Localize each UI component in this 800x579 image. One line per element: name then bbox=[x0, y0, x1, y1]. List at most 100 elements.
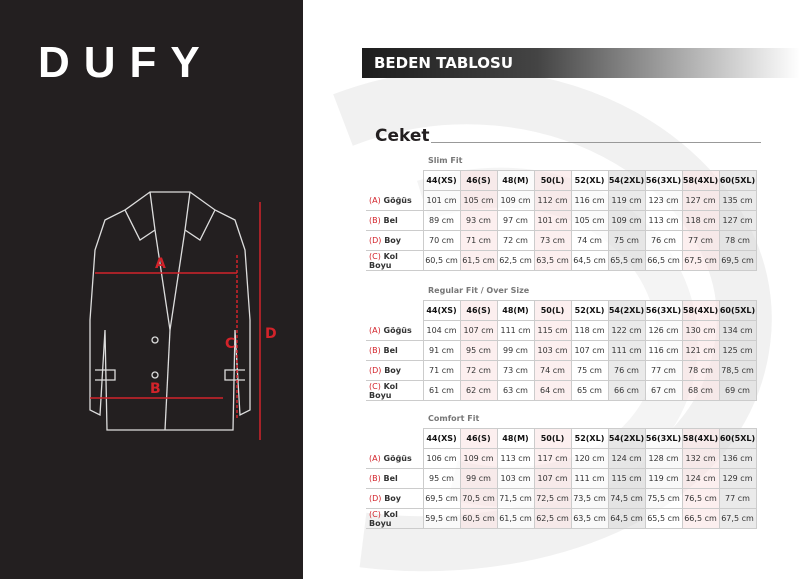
measure-value: 78 cm bbox=[681, 360, 720, 381]
measure-value: 128 cm bbox=[644, 448, 683, 469]
size-header: 50(L) bbox=[533, 170, 572, 191]
measure-value: 113 cm bbox=[644, 210, 683, 231]
measure-value: 76 cm bbox=[607, 360, 646, 381]
measure-name: Göğüs bbox=[383, 325, 412, 335]
measure-value: 71 cm bbox=[459, 230, 498, 251]
measure-value: 91 cm bbox=[422, 340, 461, 361]
measure-value: 115 cm bbox=[533, 320, 572, 341]
measure-value: 117 cm bbox=[533, 448, 572, 469]
measure-label: (A) Göğüs bbox=[366, 320, 423, 341]
size-header: 48(M) bbox=[496, 170, 535, 191]
measure-value: 124 cm bbox=[681, 468, 720, 489]
size-header: 44(XS) bbox=[422, 170, 461, 191]
size-header: 58(4XL) bbox=[681, 170, 720, 191]
size-header: 48(M) bbox=[496, 300, 535, 321]
measure-value: 130 cm bbox=[681, 320, 720, 341]
corner-cell bbox=[366, 429, 423, 449]
measure-value: 60,5 cm bbox=[459, 508, 498, 529]
page-header: BEDEN TABLOSU bbox=[362, 48, 800, 78]
measure-code: (B) bbox=[369, 216, 381, 225]
measure-value: 61 cm bbox=[422, 380, 461, 401]
measure-name: Kol Boyu bbox=[369, 381, 398, 400]
measure-value: 74,5 cm bbox=[607, 488, 646, 509]
measure-value: 119 cm bbox=[644, 468, 683, 489]
measure-value: 109 cm bbox=[496, 190, 535, 211]
size-header: 56(3XL) bbox=[644, 300, 683, 321]
measure-value: 109 cm bbox=[607, 210, 646, 231]
measure-value: 74 cm bbox=[533, 360, 572, 381]
measure-code: (A) bbox=[369, 325, 381, 335]
size-header: 60(5XL) bbox=[718, 428, 757, 449]
measure-value: 66 cm bbox=[607, 380, 646, 401]
measure-value: 118 cm bbox=[681, 210, 720, 231]
corner-cell bbox=[366, 171, 423, 191]
measure-code: (D) bbox=[369, 236, 382, 245]
measure-code: (D) bbox=[369, 366, 382, 375]
measure-value: 109 cm bbox=[459, 448, 498, 469]
size-table: 44(XS)46(S)48(M)50(L)52(XL)54(2XL)56(3XL… bbox=[366, 428, 757, 529]
measure-value: 72,5 cm bbox=[533, 488, 572, 509]
measure-label: (D) Boy bbox=[366, 488, 423, 509]
measure-value: 119 cm bbox=[607, 190, 646, 211]
measure-value: 61,5 cm bbox=[496, 508, 535, 529]
measure-value: 71,5 cm bbox=[496, 488, 535, 509]
measure-value: 62,5 cm bbox=[533, 508, 572, 529]
measure-value: 111 cm bbox=[570, 468, 609, 489]
measure-value: 78 cm bbox=[718, 230, 757, 251]
measure-name: Kol Boyu bbox=[369, 509, 398, 528]
header-row: 44(XS)46(S)48(M)50(L)52(XL)54(2XL)56(3XL… bbox=[366, 300, 757, 321]
measure-value: 73 cm bbox=[533, 230, 572, 251]
measure-value: 118 cm bbox=[570, 320, 609, 341]
measure-value: 127 cm bbox=[681, 190, 720, 211]
title-divider bbox=[431, 142, 761, 143]
measure-label: (D) Boy bbox=[366, 230, 423, 251]
measure-value: 95 cm bbox=[422, 468, 461, 489]
label-d: D bbox=[265, 326, 277, 342]
size-header: 46(S) bbox=[459, 300, 498, 321]
measure-name: Bel bbox=[383, 346, 398, 355]
measure-label: (A) Göğüs bbox=[366, 448, 423, 469]
size-header: 54(2XL) bbox=[607, 428, 646, 449]
measure-label: (C) Kol Boyu bbox=[366, 380, 423, 401]
measure-value: 69,5 cm bbox=[718, 250, 757, 271]
measure-value: 63 cm bbox=[496, 380, 535, 401]
measure-code: (B) bbox=[369, 474, 381, 483]
measure-code: (C) bbox=[369, 509, 381, 519]
measure-value: 134 cm bbox=[718, 320, 757, 341]
measure-value: 66,5 cm bbox=[644, 250, 683, 271]
size-header: 54(2XL) bbox=[607, 300, 646, 321]
measure-value: 64,5 cm bbox=[607, 508, 646, 529]
measure-name: Boy bbox=[384, 366, 402, 375]
measure-code: (B) bbox=[369, 346, 381, 355]
header-row: 44(XS)46(S)48(M)50(L)52(XL)54(2XL)56(3XL… bbox=[366, 428, 757, 449]
measure-label: (A) Göğüs bbox=[366, 190, 423, 211]
measure-value: 60,5 cm bbox=[422, 250, 461, 271]
measure-label: (D) Boy bbox=[366, 360, 423, 381]
size-header: 60(5XL) bbox=[718, 300, 757, 321]
measure-value: 123 cm bbox=[644, 190, 683, 211]
measure-value: 105 cm bbox=[570, 210, 609, 231]
measure-value: 76,5 cm bbox=[681, 488, 720, 509]
measure-value: 70,5 cm bbox=[459, 488, 498, 509]
measure-value: 65,5 cm bbox=[607, 250, 646, 271]
fit-title: Slim Fit bbox=[428, 156, 463, 165]
measure-value: 116 cm bbox=[644, 340, 683, 361]
measure-value: 63,5 cm bbox=[533, 250, 572, 271]
measure-value: 121 cm bbox=[681, 340, 720, 361]
measure-value: 67 cm bbox=[644, 380, 683, 401]
size-header: 58(4XL) bbox=[681, 300, 720, 321]
corner-cell bbox=[366, 301, 423, 321]
measure-value: 67,5 cm bbox=[681, 250, 720, 271]
measure-value: 127 cm bbox=[718, 210, 757, 231]
measure-value: 75 cm bbox=[607, 230, 646, 251]
